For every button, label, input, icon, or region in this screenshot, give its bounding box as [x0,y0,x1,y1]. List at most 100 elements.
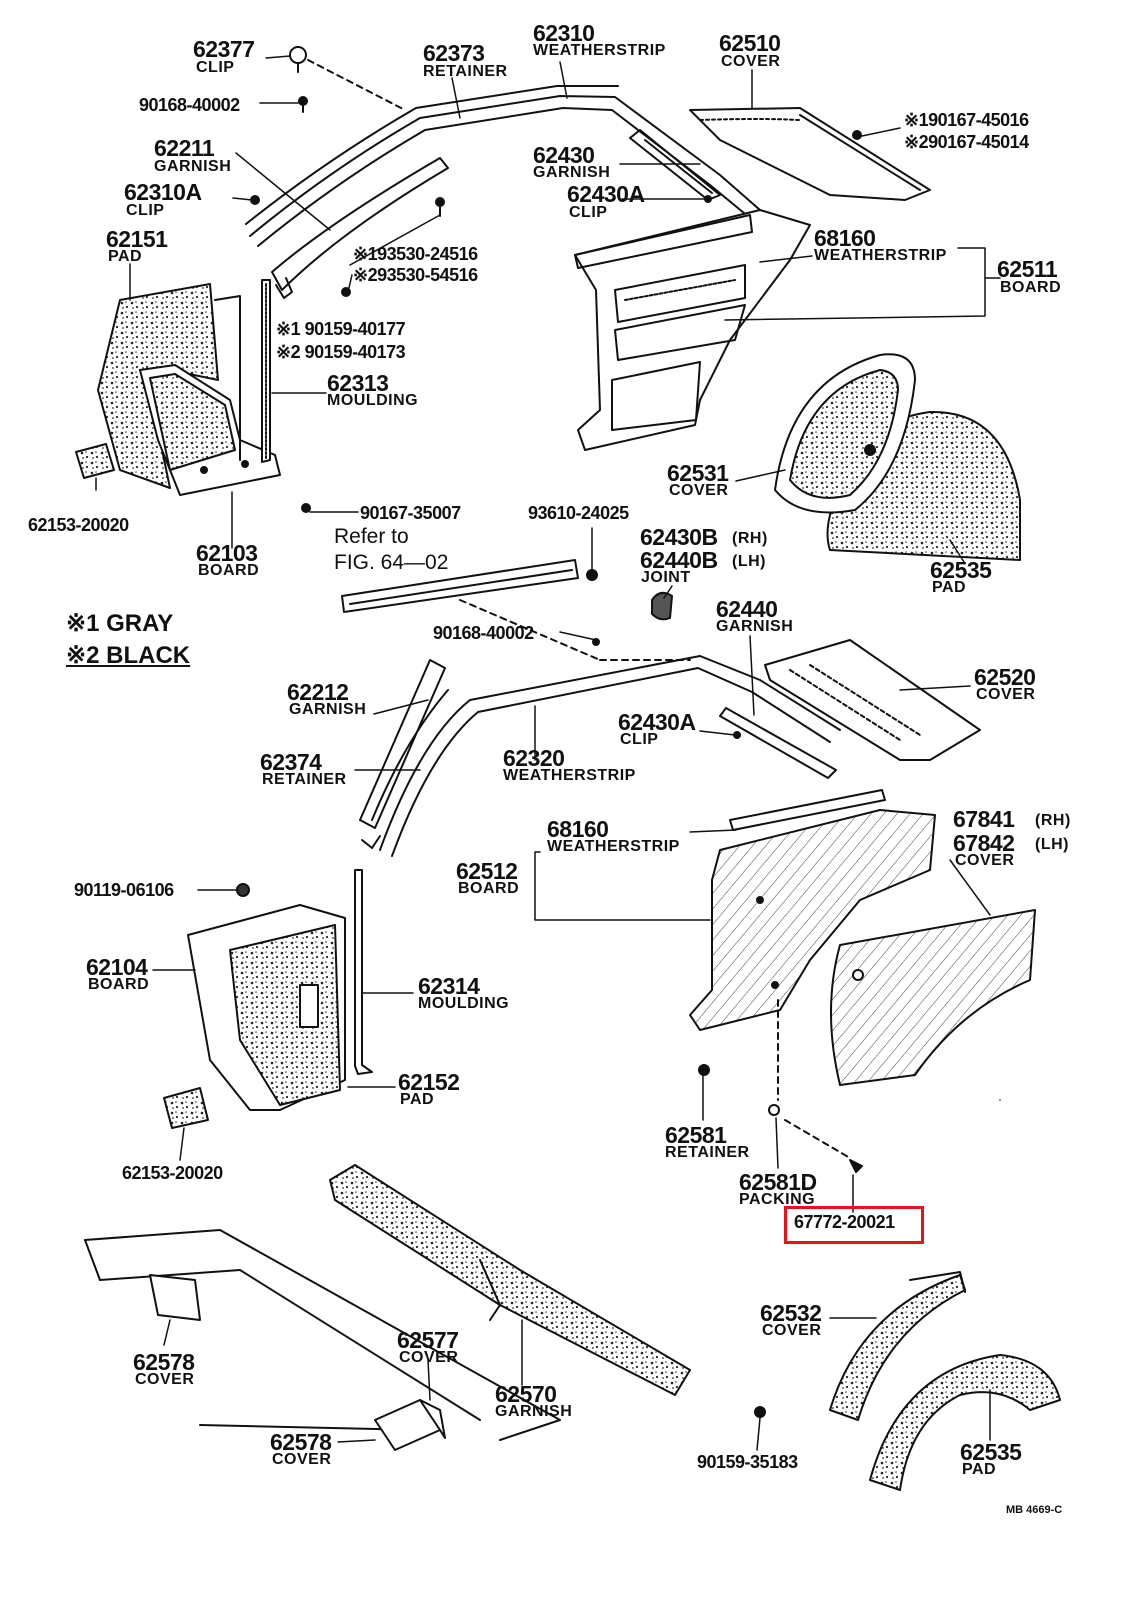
part-number-290167-45014: ※290167-45014 [904,132,1029,152]
part-number-90168-40002-mid: 90168-40002 [433,623,534,643]
part-name-cover: COVER [399,1349,459,1366]
part-number-62440B: 62440B [640,547,718,573]
weatherstrip-62320-drawing [379,655,841,857]
part-number-90167-35007: 90167-35007 [360,503,461,523]
cover-62577-drawing [374,1399,446,1451]
part-number-190167-45016: ※190167-45016 [904,110,1029,130]
part-name-pad: PAD [108,248,143,265]
part-number-62570: 62570 [495,1381,557,1407]
part-name-cover: COVER [669,482,729,499]
side-lh: (LH) [732,553,766,570]
part-number-62578-top: 62578 [133,1349,195,1375]
part-name-board: BOARD [458,880,520,897]
part-number-62211: 62211 [154,135,215,161]
part-number-62104: 62104 [86,954,148,980]
part-number-62531: 62531 [667,460,729,486]
leader-dashed [307,59,406,111]
part-number-62374: 62374 [260,749,322,775]
part-number-62313: 62313 [327,370,389,396]
board-62512-drawing [689,789,936,1031]
garnish-62212-drawing [359,659,446,849]
part-name-cover: COVER [721,53,781,70]
part-name-board: BOARD [198,562,260,579]
part-number-62535-top: 62535 [930,557,992,583]
garnish-62440-drawing [719,707,837,779]
part-number-62440: 62440 [716,596,778,622]
part-number-90168-40002-top: 90168-40002 [139,95,240,115]
part-name-weatherstrip: WEATHERSTRIP [503,767,636,784]
side-rh: (RH) [1035,812,1071,829]
part-number-193530-24516: ※193530-24516 [353,244,478,264]
part-number-62430A-mid: 62430A [618,709,696,735]
cover-62532-drawing [829,1271,966,1421]
part-number-62581: 62581 [665,1122,727,1148]
part-number-67841: 67841 [953,806,1015,832]
part-name-cover: COVER [135,1371,195,1388]
part-number-62103: 62103 [196,540,258,566]
part-number-90159-40177: ※1 90159-40177 [276,319,406,339]
moulding-62313-drawing [261,279,271,463]
part-number-62377: 62377 [193,36,255,62]
highlight-box [784,1206,924,1244]
part-number-62511: 62511 [997,256,1058,282]
part-number-67772-20021-highlighted: 67772-20021 [794,1212,895,1232]
part-number-93610-24025: 93610-24025 [528,503,629,523]
part-number-62578-bottom: 62578 [270,1429,332,1455]
refer-line-1: Refer to [334,525,409,548]
side-lh: (LH) [1035,836,1069,853]
part-name-clip: CLIP [569,204,608,221]
part-number-62152: 62152 [398,1069,460,1095]
part-number-62512: 62512 [456,858,518,884]
part-number-62212: 62212 [287,679,349,705]
board-62103-drawing [139,295,281,496]
part-number-68160-mid: 68160 [547,816,609,842]
part-number-62520: 62520 [974,664,1036,690]
part-name-weatherstrip: WEATHERSTRIP [547,838,680,855]
part-name-clip: CLIP [126,202,165,219]
part-number-62535-bottom: 62535 [960,1439,1022,1465]
cover-62531-drawing [774,353,916,514]
part-name-weatherstrip: WEATHERSTRIP [814,247,947,264]
cube-62153-top [75,443,115,479]
part-name-garnish: GARNISH [533,164,611,181]
part-number-62532: 62532 [760,1300,822,1326]
garnish-62211-drawing [271,157,449,299]
cover-67841-drawing [830,909,1036,1086]
part-number-67842: 67842 [953,830,1015,856]
part-name-cover: COVER [955,852,1015,869]
clip-62377-icon [289,46,307,64]
garnish-bar-drawing [341,559,579,613]
weatherstrip-62310-drawing [249,95,761,247]
leader-lines [95,55,1001,1451]
part-number-62153-20020-bottom: 62153-20020 [122,1163,223,1183]
cover-62510-drawing [689,107,931,201]
part-name-board: BOARD [88,976,150,993]
legend-gray: ※1 GRAY [66,610,174,637]
leader-dashed-low [777,999,851,1159]
part-name-garnish: GARNISH [154,158,232,175]
part-name-board: BOARD [1000,279,1062,296]
figure-code: MB 4669-C [1006,1504,1063,1516]
part-name-garnish: GARNISH [495,1403,573,1420]
pad-62535-bottom-drawing [869,1354,1061,1491]
part-number-62510: 62510 [719,30,781,56]
retainer-62373-drawing [245,85,619,225]
part-number-62373: 62373 [423,40,485,66]
part-name-clip: CLIP [196,59,235,76]
part-number-62581D: 62581D [739,1169,817,1195]
part-number-90159-35183: 90159-35183 [697,1452,798,1472]
part-name-garnish: GARNISH [289,701,367,718]
pad-62152-drawing [229,924,341,1106]
part-number-68160-top: 68160 [814,225,876,251]
part-number-62151: 62151 [106,226,168,252]
part-name-cover: COVER [272,1451,332,1468]
part-number-62577: 62577 [397,1327,459,1353]
part-number-62310A: 62310A [124,179,202,205]
part-name-cover: COVER [762,1322,822,1339]
board-62511-drawing [574,209,811,451]
garnish-62570-drawing [329,1164,691,1396]
part-number-62430: 62430 [533,142,595,168]
part-name-retainer: RETAINER [423,63,508,80]
cover-62520-drawing [764,639,981,761]
